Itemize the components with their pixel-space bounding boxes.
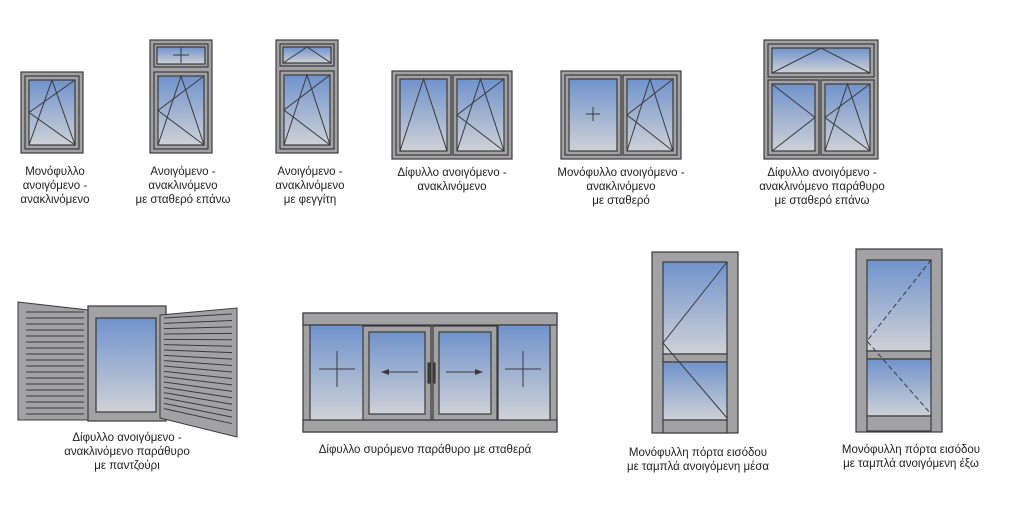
label-window-4: Δίφυλλο ανοιγόμενο - ανακλινόμενο xyxy=(397,167,507,193)
opening-line xyxy=(163,376,233,386)
opening-line xyxy=(163,349,233,354)
glass-pane xyxy=(282,46,332,64)
window-6-double-fixed-top xyxy=(763,39,879,160)
opening-line xyxy=(157,74,205,146)
handle xyxy=(432,362,436,384)
arrow-right-icon xyxy=(475,369,483,375)
bottom-rail xyxy=(302,419,558,433)
panel xyxy=(866,415,932,432)
opening-line xyxy=(626,77,674,152)
window-3-tilt-turn-transom xyxy=(275,39,339,154)
glass-pane xyxy=(368,331,426,415)
label-window-7: Δίφυλλο ανοιγόμενο - ανακλινόμενο παράθυ… xyxy=(64,432,190,472)
glass-pane xyxy=(157,75,205,146)
window-4-double-tilt-turn xyxy=(391,70,513,160)
opening-line xyxy=(163,365,233,373)
opening-line xyxy=(28,79,76,146)
glass-pane xyxy=(399,78,448,152)
handle xyxy=(427,362,431,384)
opening-line xyxy=(771,83,816,152)
window-8-sliding xyxy=(302,312,558,433)
opening-line xyxy=(283,74,331,146)
opening-line xyxy=(456,78,505,152)
window-5-single-with-fixed xyxy=(560,70,682,160)
glass-pane xyxy=(626,78,674,152)
arrow-left-icon xyxy=(381,369,389,375)
opening-line xyxy=(28,78,76,146)
label-window-6: Δίφυλλο ανοιγόμενο - ανακλινόμενο παράθυ… xyxy=(759,167,885,207)
panel xyxy=(662,419,728,434)
opening-line xyxy=(824,83,871,152)
glass-pane xyxy=(771,83,816,152)
opening-line xyxy=(163,402,233,418)
glass-pane xyxy=(866,259,932,352)
label-window-3: Ανοιγόμενο - ανακλινόμενο με φεγγίτη xyxy=(275,166,345,206)
glass-pane xyxy=(824,83,871,152)
label-door-9: Μονόφυλλη πόρτα εισόδου με ταμπλά ανοιγό… xyxy=(626,447,770,473)
label-door-10: Μονόφυλλη πόρτα εισόδου με ταμπλά ανοιγό… xyxy=(841,444,981,470)
label-window-1: Μονόφυλλο ανοιγόμενο - ανακλινόμενο xyxy=(20,166,90,206)
glass-pane xyxy=(662,261,728,355)
opening-line xyxy=(163,408,233,425)
opening-line xyxy=(283,73,331,146)
glass-pane xyxy=(662,361,728,421)
opening-line xyxy=(163,313,233,319)
opening-line xyxy=(163,326,233,330)
window-1-single-tilt-turn xyxy=(20,71,84,154)
opening-line xyxy=(163,370,233,379)
label-window-8: Δίφυλλο συρόμενο παράθυρο με σταθερά xyxy=(318,444,532,456)
transom-bar xyxy=(662,353,728,363)
window-2-tilt-turn-fixed-top xyxy=(149,39,213,154)
opening-line xyxy=(399,77,448,152)
opening-line xyxy=(163,381,233,392)
opening-line xyxy=(771,47,871,74)
label-window-5: Μονόφυλλο ανοιγόμενο - ανακλινόμενο με σ… xyxy=(557,167,685,207)
opening-line xyxy=(662,261,728,419)
glass-pane xyxy=(497,324,551,421)
opening-line xyxy=(163,332,233,335)
glass-pane xyxy=(866,358,932,417)
opening-line xyxy=(163,397,233,412)
glass-pane xyxy=(95,317,157,413)
transom-bar xyxy=(866,350,932,360)
top-rail xyxy=(302,312,558,326)
glass-pane xyxy=(283,74,331,146)
opening-line xyxy=(866,259,932,415)
glass-pane xyxy=(28,79,76,146)
opening-line xyxy=(824,82,871,152)
right-shutter xyxy=(159,307,238,438)
glass-pane xyxy=(771,47,871,74)
glass-pane xyxy=(456,78,505,152)
opening-line xyxy=(163,360,233,367)
opening-line xyxy=(163,319,233,324)
door-10-opens-out xyxy=(855,248,943,433)
glass-pane xyxy=(438,331,492,415)
opening-line xyxy=(163,386,233,399)
opening-line xyxy=(456,77,505,152)
door-9-opens-in xyxy=(651,251,739,434)
opening-line xyxy=(157,75,205,146)
opening-line xyxy=(163,344,233,347)
opening-line xyxy=(163,354,233,360)
window-7-shutters xyxy=(17,301,238,438)
opening-line xyxy=(282,46,332,64)
opening-line xyxy=(626,78,674,152)
opening-line xyxy=(163,392,233,405)
label-window-2: Ανοιγόμενο - ανακλινόμενο με σταθερό επά… xyxy=(135,166,231,206)
